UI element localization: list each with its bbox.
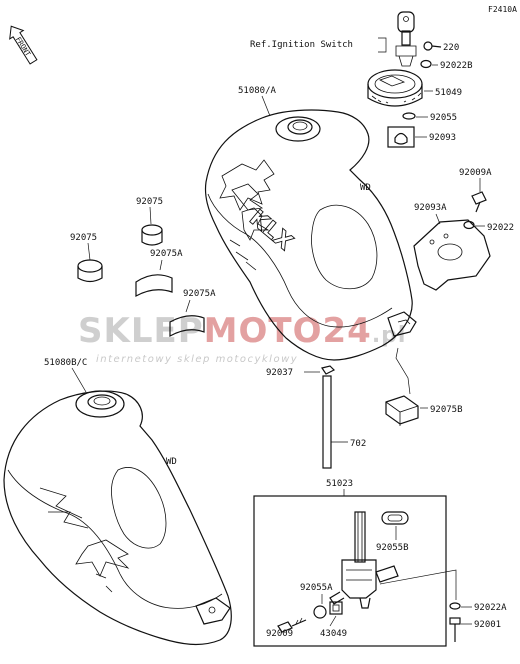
label-92037: 92037 <box>266 368 293 378</box>
label-51023: 51023 <box>326 479 353 489</box>
watermark: SKLEPMOTO24.pl internetowy sklep motocyk… <box>78 311 406 365</box>
label-92093a: 92093A <box>414 203 447 213</box>
washer-92022 <box>463 220 475 230</box>
label-92022: 92022 <box>487 223 514 233</box>
fuel-hose-702 <box>322 375 332 469</box>
bracket-92093a <box>413 219 491 291</box>
watermark-brand: SKLEPMOTO24.pl <box>78 311 406 351</box>
gasket-92093 <box>387 126 415 148</box>
oring-92055 <box>402 112 416 120</box>
bolt-92001 <box>449 617 461 642</box>
label-51080a: 51080/A <box>238 86 277 96</box>
watermark-tagline: internetowy sklep motocyklowy <box>96 354 298 365</box>
label-92055a: 92055A <box>300 583 333 593</box>
bolt-92009a <box>471 191 487 213</box>
label-92055: 92055 <box>430 113 457 123</box>
label-92093: 92093 <box>429 133 456 143</box>
damper-92075-left <box>77 259 103 283</box>
damper-92075-top <box>141 224 163 246</box>
fuel-cock-51023 <box>329 511 399 609</box>
label-43049: 43049 <box>320 629 347 639</box>
fuel-cap-51049 <box>367 69 423 107</box>
cushion-92075a-2 <box>169 315 205 338</box>
label-702: 702 <box>350 439 366 449</box>
label-92001: 92001 <box>474 620 501 630</box>
label-wd-upper: WD <box>360 183 371 193</box>
figure-code: F2410A <box>488 5 517 14</box>
fuel-cock-group-box <box>253 495 447 647</box>
label-wd-lower: WD <box>166 457 177 467</box>
label-220: 220 <box>443 43 459 53</box>
ref-ignition-switch-note: Ref.Ignition Switch <box>250 40 353 50</box>
label-51049: 51049 <box>435 88 462 98</box>
label-92055b: 92055B <box>376 543 409 553</box>
cushion-92075a-1 <box>135 274 173 298</box>
packing-43049 <box>329 601 343 615</box>
oring-92055a <box>313 605 327 619</box>
key-icon <box>395 11 417 67</box>
washer-92022a <box>449 602 461 610</box>
tank-logo: KLX <box>244 206 297 256</box>
label-92075-left: 92075 <box>70 233 97 243</box>
damper-92075b <box>385 395 419 426</box>
label-92009a: 92009A <box>459 168 492 178</box>
label-92022a: 92022A <box>474 603 507 613</box>
screw-220 <box>423 41 442 51</box>
label-92075b: 92075B <box>430 405 463 415</box>
screw-92009 <box>277 617 307 633</box>
label-92022b: 92022B <box>440 61 473 71</box>
label-92075-top: 92075 <box>136 197 163 207</box>
label-92009: 92009 <box>266 629 293 639</box>
label-51080bc: 51080B/C <box>44 358 87 368</box>
fuel-tank-lower-51080bc <box>3 390 232 646</box>
gasket-92055b <box>381 511 409 525</box>
label-92075a-1: 92075A <box>150 249 183 259</box>
label-92075a-2: 92075A <box>183 289 216 299</box>
washer-92022b <box>420 59 432 69</box>
front-arrow-icon: FRONT <box>9 25 38 65</box>
clip-92037 <box>321 365 336 375</box>
